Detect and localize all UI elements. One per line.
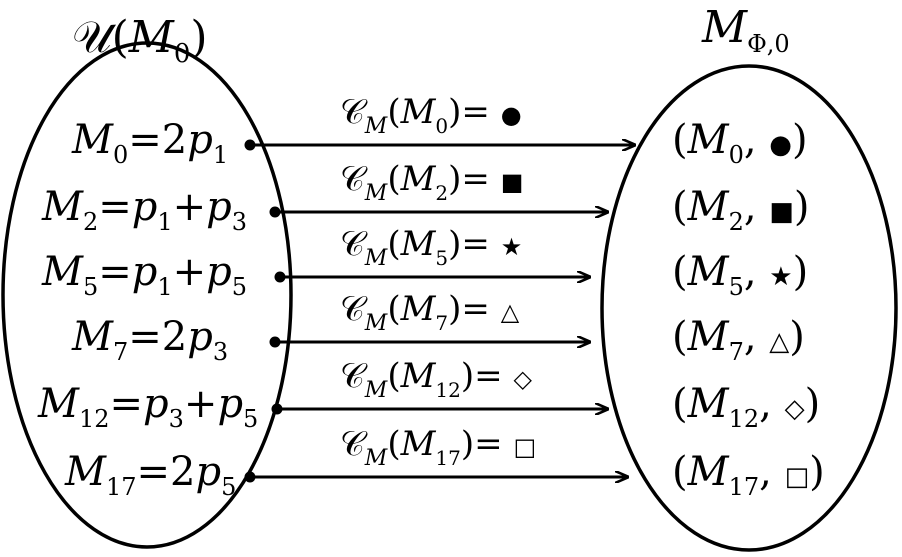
svg-text:𝒰(M0): 𝒰(M0) [72, 12, 208, 69]
left-element-7: M7=2p3​ [71, 314, 228, 366]
symbol-0: ● [769, 130, 792, 160]
right-element-0: (M0, ●) [672, 117, 808, 169]
symbol-17: □ [785, 462, 810, 492]
symbol-12: ◇ [785, 394, 805, 424]
right-set-title: MΦ,0 [701, 2, 790, 58]
mapping-label-5: 𝒞M(M5)= ★ [340, 224, 522, 271]
mapping-arrows [244, 140, 636, 483]
left-set-title: 𝒰(M0) [72, 12, 208, 69]
right-element-12: (M12, ◇) [672, 381, 820, 433]
symbol-5: ★ [769, 262, 792, 292]
right-element-2: (M2, ■) [672, 184, 809, 236]
left-element-17: M17=2p5​ [64, 449, 236, 501]
left-set-ellipse [1, 41, 293, 549]
symbol-7: △ [769, 327, 789, 357]
right-element-5: (M5, ★) [672, 249, 808, 301]
left-element-2: M2=p1​+p3​ [41, 184, 247, 236]
mapping-labels: 𝒞M(M0)= ● 𝒞M(M2)= ■ 𝒞M(M5)= ★ 𝒞M(M7)= △ 𝒞M(M… [340, 92, 536, 471]
right-element-17: (M17, □) [672, 449, 825, 501]
left-element-5: M5=p1​+p5​ [41, 249, 247, 301]
mapping-label-12: 𝒞M(M12)= ◇ [340, 356, 532, 403]
mapping-label-17: 𝒞M(M17)= □ [340, 424, 536, 471]
left-set-elements: M0=2p1​ M2=p1​+p3​ M5=p1​+p5​ M7=2p3​ M12=p3… [37, 117, 258, 501]
left-element-0: M0=2p1​ [71, 117, 228, 169]
symbol-2: ■ [769, 197, 794, 227]
right-element-7: (M7, △) [672, 314, 805, 366]
right-set-elements: (M0, ●) (M2, ■) (M5, ★) (M7, △) (M12, ◇) (M17… [672, 117, 825, 501]
mapping-label-7: 𝒞M(M7)= △ [340, 289, 520, 336]
mapping-label-2: 𝒞M(M2)= ■ [340, 159, 523, 206]
mapping-label-0: 𝒞M(M0)= ● [340, 92, 522, 139]
svg-text:MΦ,0: MΦ,0 [701, 2, 790, 58]
right-set-ellipse [600, 64, 898, 552]
left-element-12: M12=p3​+p5​ [37, 381, 258, 433]
